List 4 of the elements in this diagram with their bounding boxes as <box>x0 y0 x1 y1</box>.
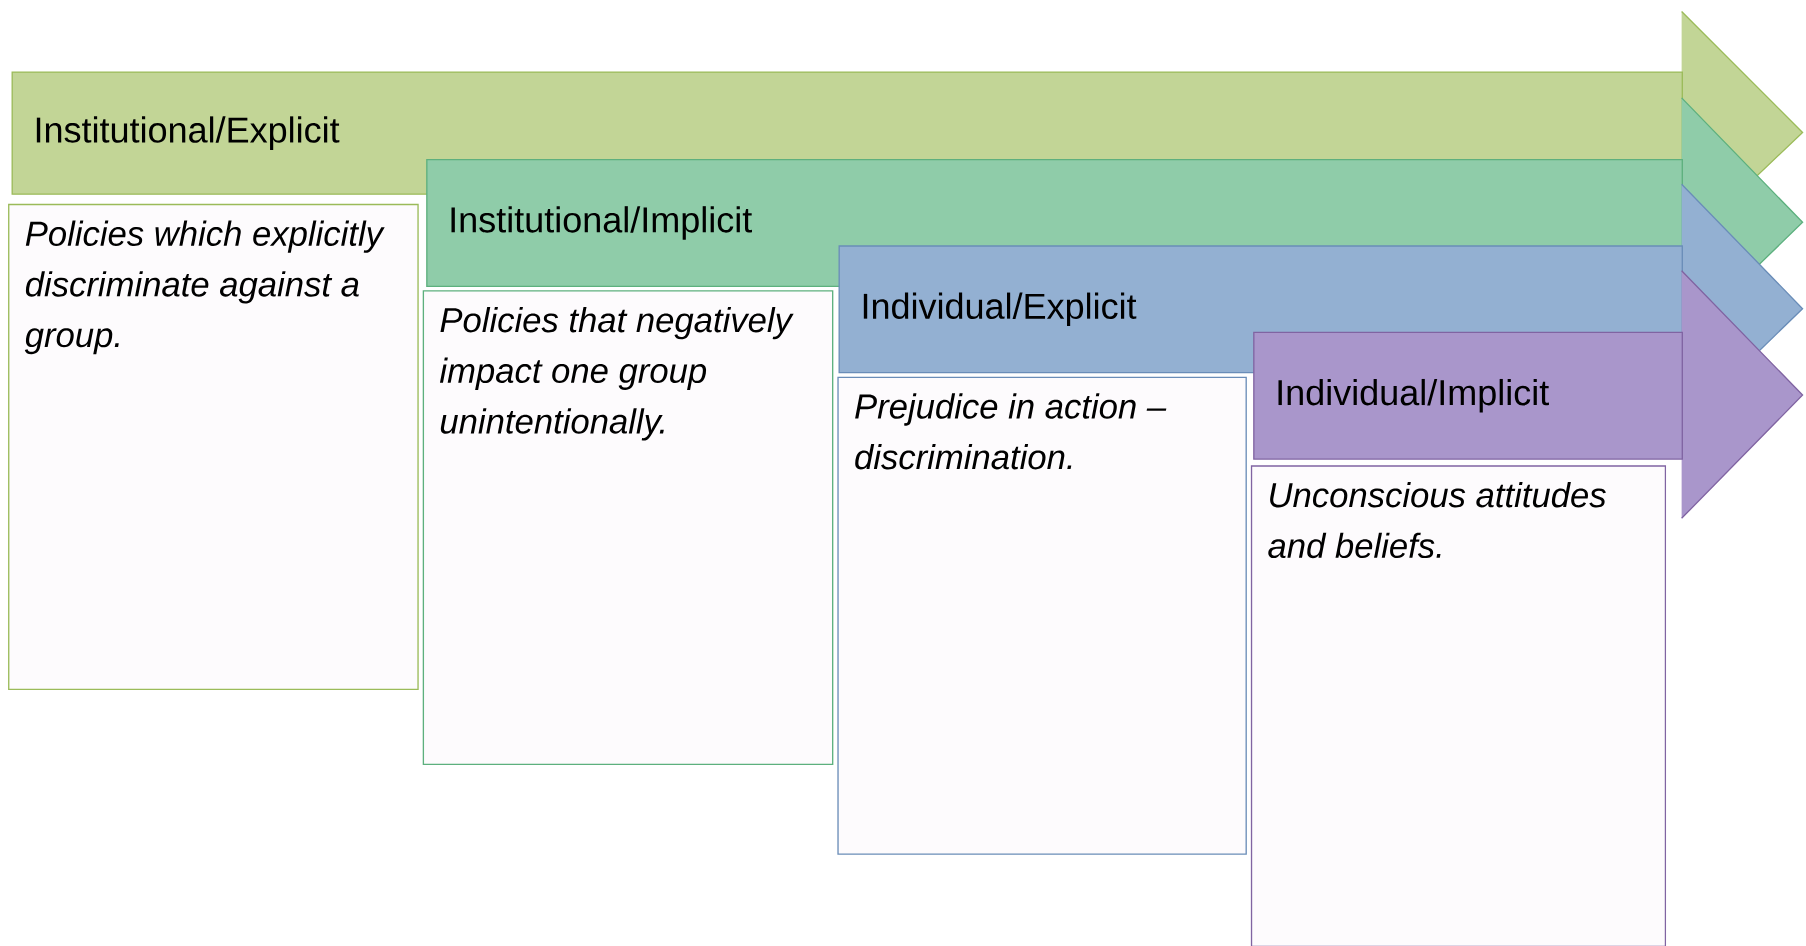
text-box: Policies which explicitly discriminate against a group. <box>8 203 419 691</box>
text-box: Prejudice in action – discrimination. <box>837 376 1247 855</box>
text-box: Policies that negatively impact one group unintentionally. <box>422 290 834 765</box>
text-box: Unconscious attitudes and beliefs. <box>1250 465 1667 946</box>
